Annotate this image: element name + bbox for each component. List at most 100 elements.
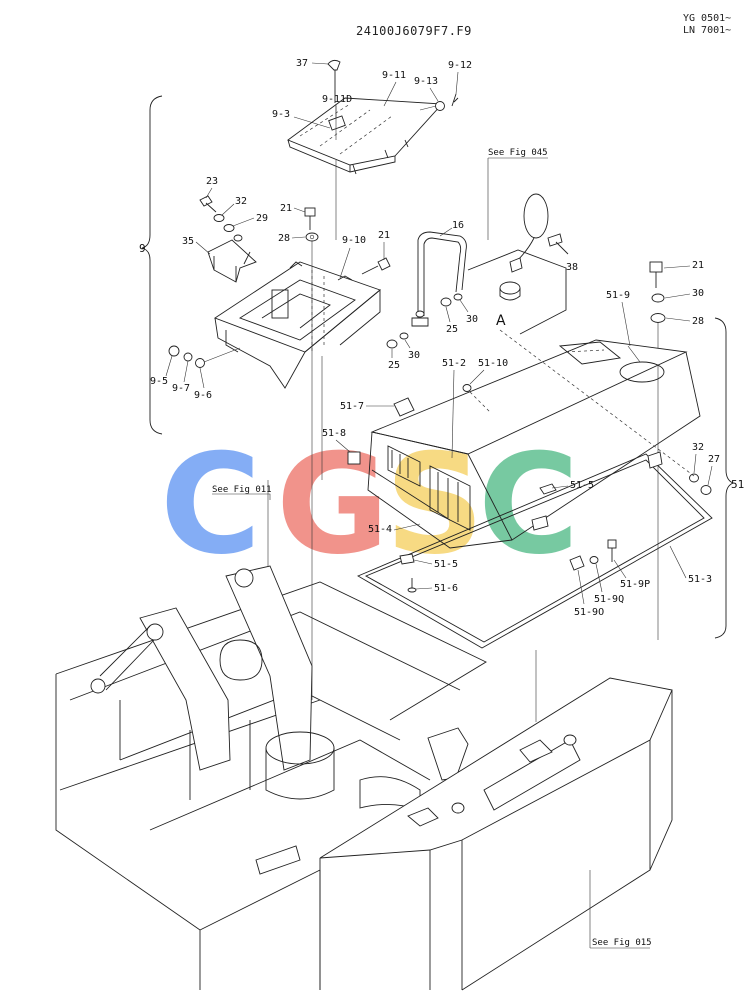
part-washer-28-right <box>650 313 666 323</box>
label-23: 23 <box>206 176 218 187</box>
see-fig-045-ref: See Fig 045 <box>488 148 548 158</box>
label-9-5: 9-5 <box>150 376 168 387</box>
see-fig-011-ref: See Fig 011 <box>212 485 272 495</box>
label-9-13: 9-13 <box>414 76 438 87</box>
label-51-7: 51-7 <box>340 401 364 412</box>
label-30-lower: 30 <box>408 350 420 361</box>
see-fig-015-ref: See Fig 015 <box>592 938 652 948</box>
label-21-right: 21 <box>692 260 704 271</box>
part-bolt-21-side <box>361 257 391 275</box>
part-stopper-51-8 <box>347 451 361 465</box>
part-boom-bracket <box>90 565 313 771</box>
watermark-letter-4: C <box>478 424 579 585</box>
label-51-9P: 51-9P <box>620 579 650 590</box>
label-30-upper: 30 <box>466 314 478 325</box>
label-32: 32 <box>235 196 247 207</box>
label-51-9O: 51-9O <box>574 607 604 618</box>
label-21-side: 21 <box>378 230 390 241</box>
label-9-7: 9-7 <box>172 383 190 394</box>
label-27: 27 <box>708 454 720 465</box>
part-latch-51-7 <box>393 397 415 417</box>
part-bracket-35 <box>207 239 257 283</box>
watermark-letter-2: G <box>276 424 389 585</box>
label-51-6: 51-6 <box>434 583 458 594</box>
part-washer-30-lower <box>399 332 409 340</box>
label-9-11: 9-11 <box>382 70 406 81</box>
part-bolt-21-tray <box>304 207 316 230</box>
serial-range-ln: LN 7001~ <box>683 25 732 36</box>
label-16: 16 <box>452 220 464 231</box>
callout-a-label: A <box>496 313 506 329</box>
part-clip-51-5-mid <box>539 483 557 495</box>
label-51-9: 51-9 <box>606 290 630 301</box>
label-9-6: 9-6 <box>194 390 212 401</box>
part-battery-tray <box>214 261 381 389</box>
drawing-number: 24100J6079F7.F9 <box>356 24 472 38</box>
label-25-lower: 25 <box>388 360 400 371</box>
label-51-8: 51-8 <box>322 428 346 439</box>
label-21-tray: 21 <box>280 203 292 214</box>
part-mirror-38 <box>509 193 569 273</box>
label-38: 38 <box>566 262 578 273</box>
part-pin-9-12 <box>451 93 459 107</box>
label-9-12: 9-12 <box>448 60 472 71</box>
serial-range-yg: YG 0501~ <box>683 13 732 24</box>
label-51-5-upper: 51-5 <box>570 480 594 491</box>
part-reservoir-tank <box>467 249 567 335</box>
label-35: 35 <box>182 236 194 247</box>
group-9-bracket <box>141 95 163 435</box>
label-32-right: 32 <box>692 442 704 453</box>
part-clip-51-5-upper <box>531 515 549 531</box>
label-9-11D: 9-11D <box>322 94 352 105</box>
part-washer-9-6 <box>195 358 205 368</box>
part-washer-9-13 <box>435 101 445 111</box>
label-37: 37 <box>296 58 308 69</box>
part-nut-27 <box>700 485 712 495</box>
part-labels: 37 9-11 9-13 9-12 9-11D 9-3 23 32 29 21 … <box>150 58 720 618</box>
group-9-label: 9 <box>139 242 146 255</box>
part-washer-29 <box>223 224 235 232</box>
watermark: C G S C <box>160 424 579 585</box>
part-bolt-37 <box>327 59 341 103</box>
part-washer-32-right <box>689 473 699 483</box>
group-51-bracket <box>714 317 735 639</box>
part-nut-9-5 <box>168 345 180 357</box>
part-washer-28-tray <box>305 232 319 242</box>
part-bolt-51-9P <box>607 539 617 562</box>
label-29: 29 <box>256 213 268 224</box>
part-small-bracket <box>255 845 301 875</box>
label-51-4: 51-4 <box>368 524 392 535</box>
part-bolt-23 <box>199 195 217 213</box>
part-washer-9-7 <box>183 352 193 362</box>
label-51-2: 51-2 <box>442 358 466 369</box>
part-seal-frame-51-3 <box>356 453 713 649</box>
part-hinge-51-9 <box>627 345 641 363</box>
part-clip-51-5-lower <box>399 553 415 565</box>
part-bolt-51-10 <box>462 384 472 392</box>
label-9-10: 9-10 <box>342 235 366 246</box>
part-washer-32 <box>213 214 225 222</box>
part-hood-cover <box>367 339 701 549</box>
part-bolt-21-right <box>649 261 663 288</box>
part-bracket-51-9O <box>569 555 585 571</box>
label-51-3: 51-3 <box>688 574 712 585</box>
watermark-letter-1: C <box>160 424 261 585</box>
label-30-right: 30 <box>692 288 704 299</box>
label-9-3: 9-3 <box>272 109 290 120</box>
part-counterweight <box>319 677 673 991</box>
label-28-tray: 28 <box>278 233 290 244</box>
part-nut-top <box>233 234 243 242</box>
part-rod-16 <box>411 231 467 327</box>
part-washer-30-mid <box>415 310 425 318</box>
part-hinge-bracket <box>647 451 663 469</box>
label-51-10: 51-10 <box>478 358 508 369</box>
label-25-upper: 25 <box>446 324 458 335</box>
part-washer-51-9Q <box>589 556 599 564</box>
group-51-label: 51 <box>731 478 744 491</box>
label-28-right: 28 <box>692 316 704 327</box>
part-nut-25-lower <box>386 339 398 349</box>
label-51-5-lower: 51-5 <box>434 559 458 570</box>
label-51-9Q: 51-9Q <box>594 594 624 605</box>
